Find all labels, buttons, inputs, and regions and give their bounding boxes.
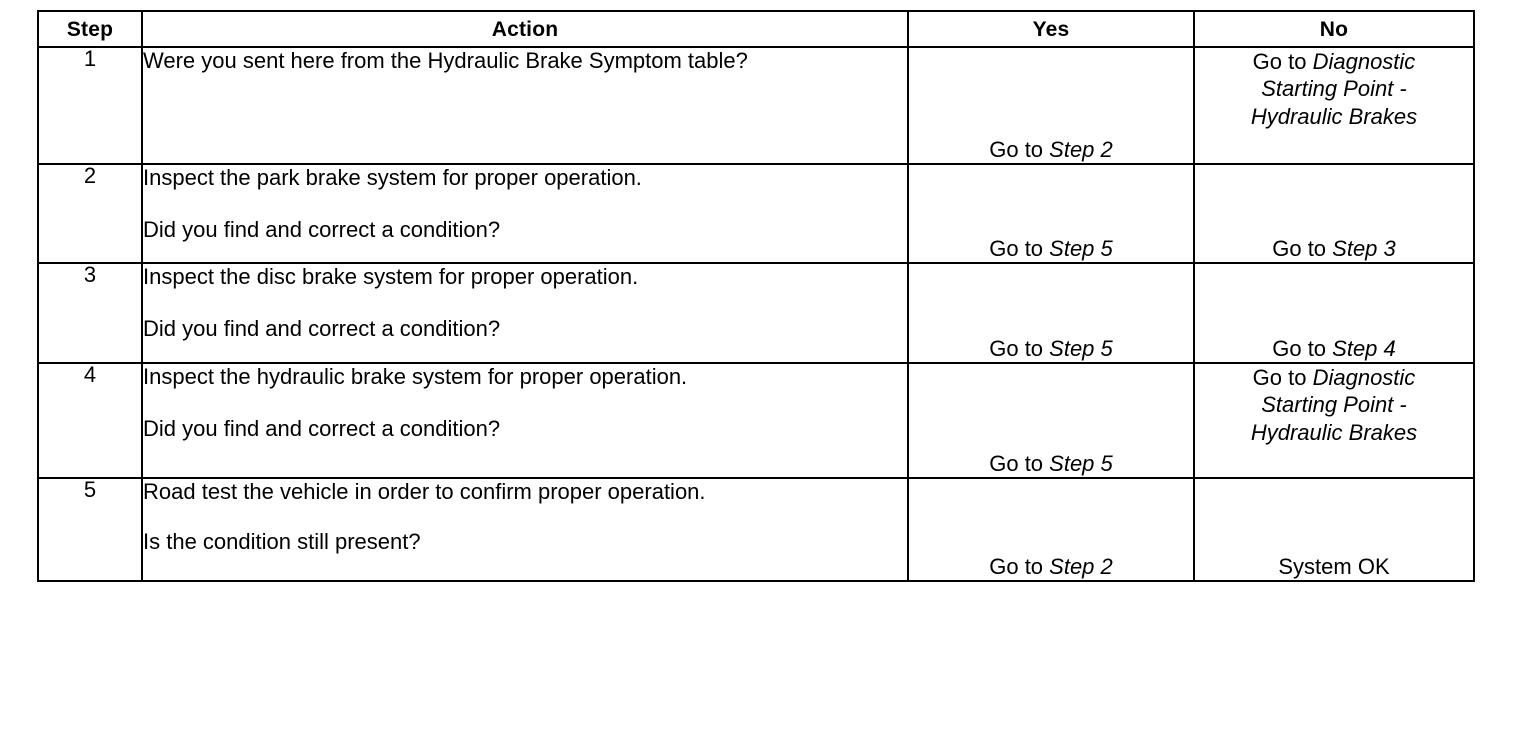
action-cell: Road test the vehicle in order to confir…: [141, 477, 909, 582]
yes-answer-cell: Go to Step 2: [907, 46, 1195, 165]
no-answer-cell: Go to Step 3: [1193, 163, 1475, 264]
answer-reference: Step 5: [1049, 235, 1113, 261]
action-line-primary: Inspect the park brake system for proper…: [143, 165, 642, 190]
answer-line: Hydraulic Brakes: [1250, 103, 1418, 129]
table-row: 2 Inspect the park brake system for prop…: [37, 163, 1475, 264]
answer-reference: Step 3: [1332, 235, 1396, 261]
answer-line: Go to Step 5: [909, 335, 1193, 362]
answer-plain: Go to: [1252, 365, 1313, 390]
column-header-step: Step: [37, 10, 143, 48]
answer-plain: Go to: [989, 553, 1050, 579]
step-number-cell: 5: [37, 477, 143, 582]
answer-reference: Step 5: [1049, 450, 1113, 476]
table-row: 5 Road test the vehicle in order to conf…: [37, 477, 1475, 582]
answer-line: Go to Step 5: [909, 235, 1193, 262]
answer-line: Starting Point -: [1261, 392, 1407, 418]
answer-reference: Step 2: [1049, 553, 1113, 579]
yes-answer-cell: Go to Step 5: [907, 262, 1195, 364]
action-line-question: Is the condition still present?: [143, 528, 421, 554]
step-number-cell: 3: [37, 262, 143, 364]
column-header-yes: Yes: [907, 10, 1195, 48]
step-number-cell: 4: [37, 362, 143, 479]
answer-line: Starting Point -: [1261, 76, 1407, 102]
action-cell: Inspect the park brake system for proper…: [141, 163, 909, 264]
action-line-question: Did you find and correct a condition?: [143, 315, 501, 341]
answer-line: Go to Step 5: [909, 450, 1193, 477]
answer-reference: Step 2: [1049, 136, 1113, 162]
no-answer-cell: Go to Step 4: [1193, 262, 1475, 364]
step-number-cell: 2: [37, 163, 143, 264]
action-cell: Were you sent here from the Hydraulic Br…: [141, 46, 909, 165]
answer-line: Go to Step 2: [909, 553, 1193, 580]
table-row: 3 Inspect the disc brake system for prop…: [37, 262, 1475, 364]
answer-line: Go to Step 4: [1195, 335, 1473, 362]
column-header-action: Action: [141, 10, 909, 48]
action-cell: Inspect the disc brake system for proper…: [141, 262, 909, 364]
column-header-no: No: [1193, 10, 1475, 48]
answer-reference: Diagnostic: [1312, 49, 1416, 74]
action-cell: Inspect the hydraulic brake system for p…: [141, 362, 909, 479]
table-row: 1 Were you sent here from the Hydraulic …: [37, 46, 1475, 165]
answer-plain: System OK: [1278, 553, 1390, 579]
answer-line: Go to Diagnostic: [1195, 364, 1473, 391]
answer-reference: Diagnostic: [1312, 365, 1416, 390]
answer-plain: Go to: [989, 235, 1050, 261]
answer-reference: Step 4: [1332, 335, 1396, 361]
answer-line: Go to Diagnostic: [1195, 48, 1473, 75]
action-line-primary: Road test the vehicle in order to confir…: [143, 479, 706, 504]
answer-plain: Go to: [1272, 235, 1333, 261]
yes-answer-cell: Go to Step 5: [907, 362, 1195, 479]
action-line-question: Did you find and correct a condition?: [143, 216, 501, 242]
table-body: 1 Were you sent here from the Hydraulic …: [37, 46, 1475, 582]
answer-line: Go to Step 2: [909, 136, 1193, 163]
answer-line: Go to Step 3: [1195, 235, 1473, 262]
table-row: 4 Inspect the hydraulic brake system for…: [37, 362, 1475, 479]
action-line-question: Did you find and correct a condition?: [143, 415, 501, 441]
answer-reference: Step 5: [1049, 335, 1113, 361]
answer-line: System OK: [1195, 553, 1473, 580]
no-answer-cell: System OK: [1193, 477, 1475, 582]
yes-answer-cell: Go to Step 2: [907, 477, 1195, 582]
step-number-cell: 1: [37, 46, 143, 165]
answer-plain: Go to: [989, 450, 1050, 476]
action-line-primary: Were you sent here from the Hydraulic Br…: [143, 48, 748, 73]
action-line-primary: Inspect the hydraulic brake system for p…: [143, 364, 688, 389]
diagnostic-procedure-table: Step Action Yes No 1 Were you sent here …: [37, 10, 1475, 582]
answer-plain: Go to: [989, 335, 1050, 361]
answer-plain: Go to: [1252, 49, 1313, 74]
no-answer-cell: Go to Diagnostic Starting Point - Hydrau…: [1193, 362, 1475, 479]
no-answer-cell: Go to Diagnostic Starting Point - Hydrau…: [1193, 46, 1475, 165]
action-line-primary: Inspect the disc brake system for proper…: [143, 264, 639, 289]
answer-plain: Go to: [1272, 335, 1333, 361]
yes-answer-cell: Go to Step 5: [907, 163, 1195, 264]
answer-line: Hydraulic Brakes: [1250, 419, 1418, 445]
table-header-row: Step Action Yes No: [37, 10, 1475, 48]
answer-plain: Go to: [989, 136, 1050, 162]
